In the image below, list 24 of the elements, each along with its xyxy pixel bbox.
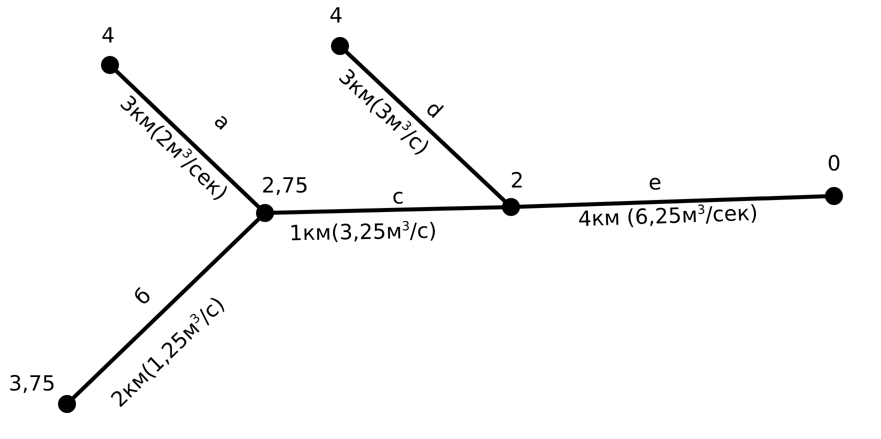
node-value: 4 [329, 6, 343, 26]
edge-label: c [392, 186, 404, 208]
edge-label: a [210, 110, 234, 134]
length-flow-label: 4км (6,25м$^{3}$/сек) [578, 202, 758, 230]
connector-line [518, 194, 826, 209]
junction-dot [256, 204, 274, 222]
node-value: 2 [510, 170, 524, 192]
length-flow-label: 1км(3,25м$^{3}$/с) [289, 220, 437, 244]
connector-line [344, 50, 507, 203]
node-value: 2,75 [262, 176, 308, 196]
node-value: 3,75 [8, 374, 56, 394]
edge-label: d [422, 98, 446, 122]
junction-dot [825, 187, 843, 205]
junction-dot [502, 198, 520, 216]
junction-dot [331, 37, 349, 55]
connector-line [114, 69, 261, 209]
connector-line [71, 217, 261, 400]
connector-line [272, 205, 504, 215]
edge-label: б [131, 284, 155, 310]
node-value: 0 [827, 154, 841, 174]
edge-label: e [648, 172, 662, 194]
junction-dot [101, 56, 119, 74]
junction-dot [58, 395, 76, 413]
node-value: 4 [101, 26, 115, 46]
